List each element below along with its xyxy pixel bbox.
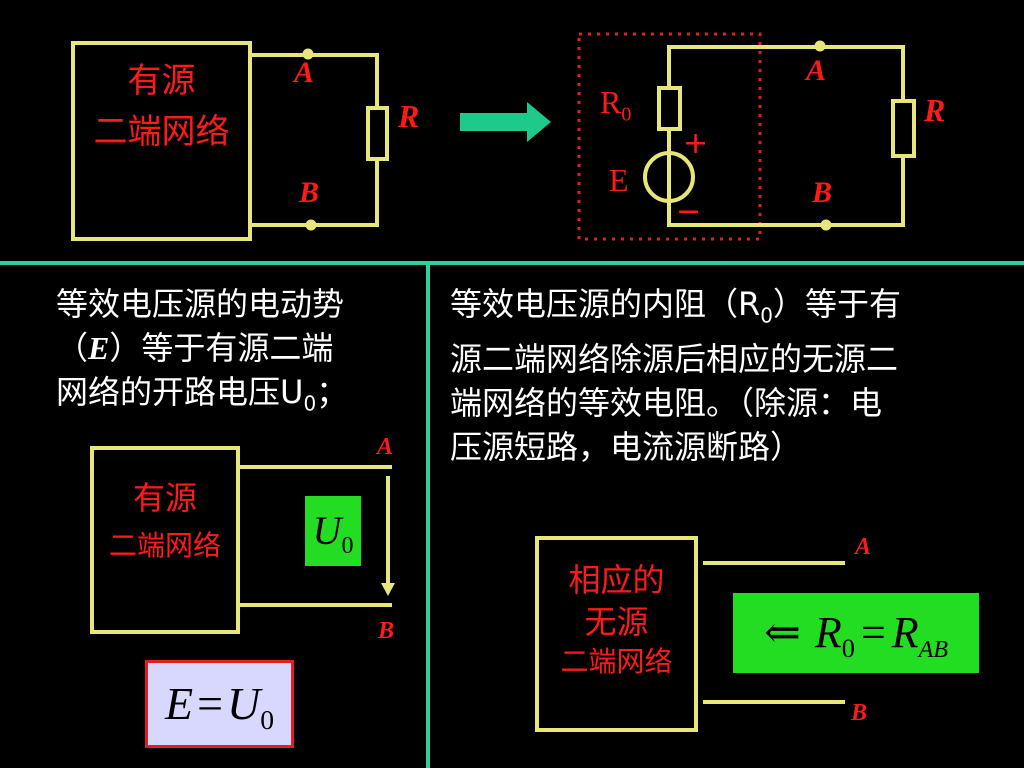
r0-main: R	[600, 84, 622, 120]
network2-line1: 有源	[132, 479, 197, 517]
active-network-box-2	[90, 446, 240, 634]
active-network-box	[71, 41, 252, 241]
source-e-label: E	[609, 162, 629, 198]
r0-line1-pre: 等效电压源的内阻（R	[450, 285, 761, 323]
node-a-label-right: A	[806, 54, 827, 87]
formula-e: E	[164, 678, 194, 729]
r0-line1-sub: 0	[760, 303, 773, 328]
formula-eq: =	[197, 678, 224, 729]
network-label-line2: 二端网络	[93, 111, 230, 152]
node-a-dot	[302, 48, 314, 60]
resistor-r-label-right: R	[924, 92, 946, 128]
emf-line1: 等效电压源的电动势	[56, 285, 345, 323]
formula-eq-2: =	[860, 608, 886, 657]
emf-line2: （E）等于有源二端	[56, 326, 426, 370]
emf-line2-post: ）等于有源二端	[109, 329, 334, 367]
left-double-arrow-icon: ⇐	[763, 608, 801, 657]
resistor-r-right	[891, 99, 916, 158]
node-b-dot-right	[820, 219, 832, 231]
node-a-label: A	[294, 56, 315, 89]
top-right-circuit	[643, 45, 916, 227]
emf-line3-post: ；	[316, 373, 349, 411]
formula-rab: R	[891, 608, 919, 657]
wire-top-r	[667, 45, 905, 101]
r0-sub: 0	[621, 103, 632, 126]
equivalent-source-dotted-box	[577, 32, 762, 241]
network2-line2: 二端网络	[108, 529, 221, 562]
passive-line3: 二端网络	[560, 645, 673, 678]
emf-line2-pre: （	[56, 329, 89, 367]
r0-line1: 等效电压源的内阻（R0）等于有	[450, 282, 1016, 337]
resistor-r-label: R	[398, 98, 420, 134]
terminal-b-label-2: B	[851, 700, 868, 726]
terminal-b-label: B	[378, 618, 395, 644]
r0-label: R0	[600, 84, 631, 126]
passive-network-label: 相应的 无源 二端网络	[537, 560, 696, 679]
emf-line3: 网络的开路电压U0；	[56, 370, 426, 425]
wire-bottom	[250, 159, 379, 227]
formula-u: U	[227, 678, 261, 729]
voltage-arrow-head	[381, 583, 395, 596]
voltage-u: U	[312, 508, 342, 553]
emf-line3-sub: 0	[303, 391, 317, 416]
terminal-a-label: A	[377, 434, 394, 460]
voltage-sub: 0	[341, 533, 354, 559]
emf-line3-pre: 网络的开路电压U	[56, 373, 304, 411]
passive-line2: 无源	[584, 603, 649, 641]
network-label-line1: 有源	[127, 61, 196, 101]
passive-network-box	[535, 536, 698, 732]
r0-line2: 源二端网络除源后相应的无源二	[450, 340, 899, 379]
resistance-formula-box: ⇐R0=RAB	[733, 593, 979, 673]
resistor-r	[366, 106, 389, 161]
minus-sign: −	[676, 194, 702, 229]
internal-resistance-explanation: 等效电压源的内阻（R0）等于有 源二端网络除源后相应的无源二 端网络的等效电阻。…	[450, 282, 1016, 469]
formula-r0-sub: 0	[841, 632, 855, 663]
active-network-label: 有源 二端网络	[73, 60, 250, 153]
terminal-a-label-2: A	[855, 534, 872, 560]
right-arrow-icon	[460, 102, 551, 142]
active-network-label-2: 有源 二端网络	[92, 478, 238, 563]
plus-sign: +	[683, 126, 709, 161]
r0-line3: 端网络的等效电阻。（除源：电	[450, 384, 883, 423]
node-b-dot	[305, 219, 317, 231]
r0-line4: 压源短路，电流源断路）	[450, 428, 803, 467]
node-b-label: B	[299, 176, 320, 209]
open-circuit-diagram	[90, 446, 392, 634]
resistor-r0	[657, 86, 682, 131]
wire-bottom-r	[667, 156, 905, 227]
top-left-circuit	[71, 41, 389, 241]
formula-r0: R	[814, 608, 842, 657]
open-circuit-voltage-box: U0	[305, 496, 361, 566]
formula-rab-sub: AB	[918, 636, 948, 663]
emf-line2-e: E	[88, 330, 110, 366]
r0-line1-post: ）等于有	[772, 285, 901, 323]
wire-top	[250, 53, 379, 108]
formula-u-sub: 0	[260, 704, 275, 736]
node-a-dot-right	[814, 40, 826, 52]
emf-formula-box: E=U0	[145, 660, 294, 748]
passive-network-diagram	[535, 536, 845, 732]
passive-line1: 相应的	[568, 561, 665, 599]
node-b-label-right: B	[812, 176, 833, 209]
emf-explanation: 等效电压源的电动势 （E）等于有源二端 网络的开路电压U0；	[56, 282, 426, 425]
